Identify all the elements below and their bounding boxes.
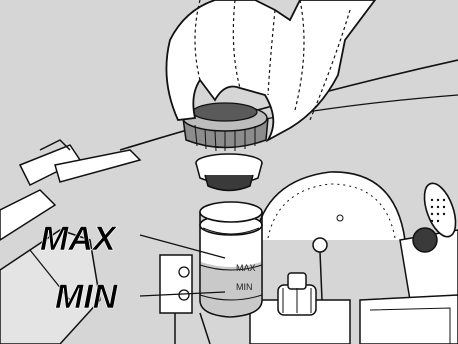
brake-fluid-reservoir [200, 202, 262, 317]
min-level-mark: MIN [236, 282, 253, 292]
reservoir-cap [183, 103, 268, 151]
min-label: MIN [55, 278, 119, 316]
max-level-mark: MAX [236, 263, 256, 273]
max-label: MAX [40, 220, 118, 258]
lower-right-panel [360, 295, 458, 344]
